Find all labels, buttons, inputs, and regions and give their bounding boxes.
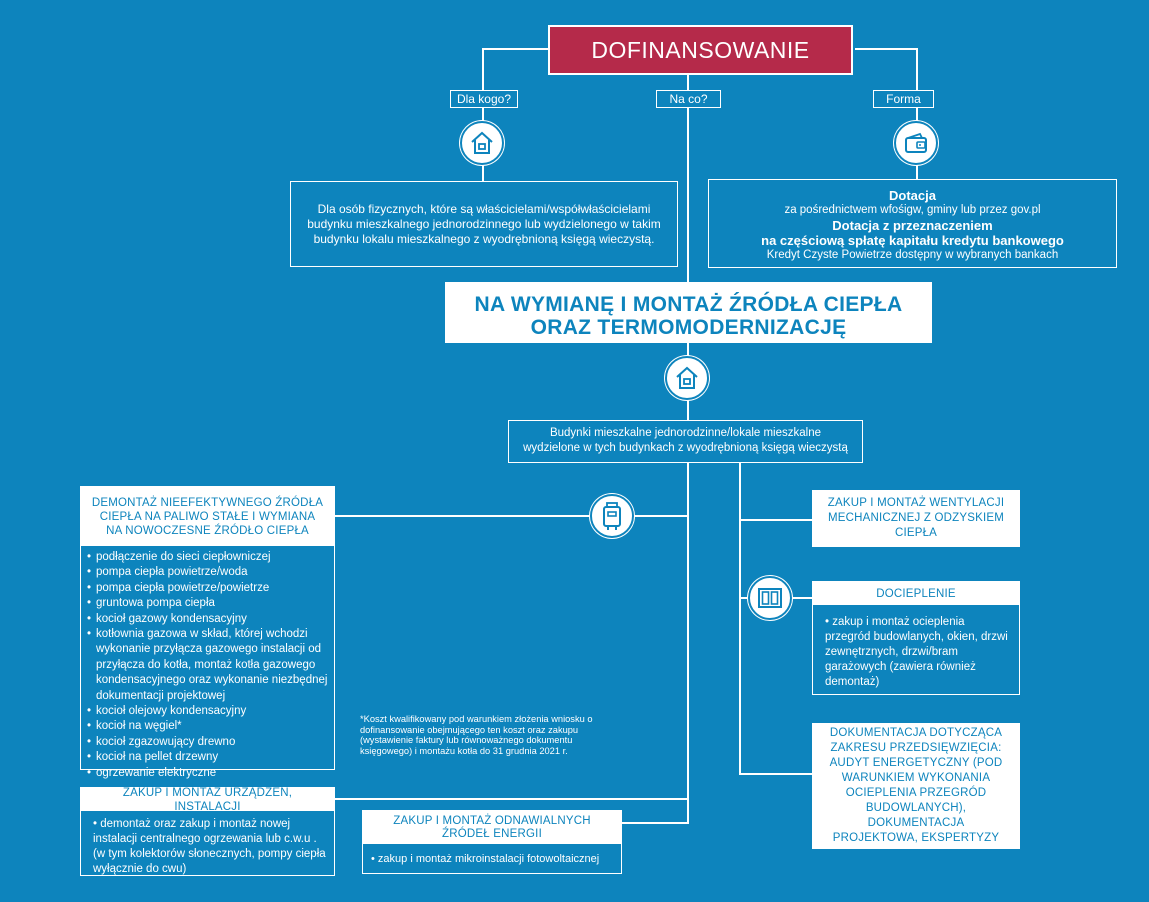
wentylacja-header-text: ZAKUP I MONTAŻ WENTYLACJI MECHANICZNEJ Z… xyxy=(827,497,1005,539)
urzadzenia-header: ZAKUP I MONTAŻ URZĄDZEŃ, INSTALACJI xyxy=(81,786,334,813)
house-icon xyxy=(665,356,709,400)
boiler-icon xyxy=(590,494,634,538)
form-line-kredyt: Kredyt Czyste Powietrze dostępny w wybra… xyxy=(766,249,1059,261)
docieplenie-box: DOCIEPLENIE • zakup i montaż ocieplenia … xyxy=(812,581,1020,695)
oze-text: • zakup i montaż mikroinstalacji fotowol… xyxy=(371,853,600,865)
form-line-dotacja-przeznaczenie: Dotacja z przeznaczeniem xyxy=(832,218,993,233)
demontaz-header-text: DEMONTAŻ NIEEFEKTYWNEGO ŹRÓDŁA CIEPŁA NA… xyxy=(91,496,324,537)
oze-header-text: ZAKUP I MONTAŻ ODNAWIALNYCH ŹRÓDEŁ ENERG… xyxy=(393,814,591,840)
buildings-line2: wydzielone w tych budynkach z wyodrębnio… xyxy=(523,442,848,454)
form-line-splata: na częściową spłatę kapitału kredytu ban… xyxy=(761,233,1064,248)
window-icon xyxy=(748,576,792,620)
demontaz-header: DEMONTAŻ NIEEFEKTYWNEGO ŹRÓDŁA CIEPŁA NA… xyxy=(81,487,334,546)
list-item: kocioł olejowy kondensacyjny xyxy=(87,704,328,720)
form-description-box: Dotacja za pośrednictwem wfośigw, gminy … xyxy=(708,179,1117,268)
docieplenie-header: DOCIEPLENIE xyxy=(813,582,1019,605)
page-title-text: DOFINANSOWANIE xyxy=(591,36,810,63)
tag-dla-kogo-label: Dla kogo? xyxy=(456,92,512,106)
buildings-box: Budynki mieszkalne jednorodzinne/lokale … xyxy=(508,420,863,463)
tag-dla-kogo: Dla kogo? xyxy=(450,90,518,108)
dokumentacja-header-text: DOKUMENTACJA DOTYCZĄCA ZAKRESU PRZEDSIĘW… xyxy=(829,727,1003,844)
list-item: kocioł gazowy kondensacyjny xyxy=(87,612,328,628)
list-item: pompa ciepła powietrze/powietrze xyxy=(87,581,328,597)
tag-forma-label: Forma xyxy=(886,92,921,106)
urzadzenia-box: ZAKUP I MONTAŻ URZĄDZEŃ, INSTALACJI • de… xyxy=(80,787,335,876)
oze-header: ZAKUP I MONTAŻ ODNAWIALNYCH ŹRÓDEŁ ENERG… xyxy=(363,811,621,844)
tag-forma: Forma xyxy=(873,90,934,108)
urzadzenia-text: • demontaż oraz zakup i montaż nowej ins… xyxy=(93,818,326,875)
main-heading: NA WYMIANĘ I MONTAŻ ŹRÓDŁA CIEPŁA ORAZ T… xyxy=(445,282,932,343)
house-icon xyxy=(460,121,504,165)
who-description-text: Dla osób fizycznych, które są właściciel… xyxy=(307,201,661,246)
wentylacja-box: ZAKUP I MONTAŻ WENTYLACJI MECHANICZNEJ Z… xyxy=(812,490,1020,547)
list-item: kotłownia gazowa w skład, której wchodzi… xyxy=(87,627,328,704)
dokumentacja-box: DOKUMENTACJA DOTYCZĄCA ZAKRESU PRZEDSIĘW… xyxy=(812,723,1020,849)
demontaz-box: DEMONTAŻ NIEEFEKTYWNEGO ŹRÓDŁA CIEPŁA NA… xyxy=(80,486,335,782)
list-item: ogrzewanie elektryczne xyxy=(87,766,328,782)
page-title: DOFINANSOWANIE xyxy=(548,25,853,75)
list-item: gruntowa pompa ciepła xyxy=(87,596,328,612)
list-item: pompa ciepła powietrze/woda xyxy=(87,565,328,581)
demontaz-list: podłączenie do sieci ciepłowniczej pompa… xyxy=(81,546,334,782)
list-item: kocioł na węgiel* xyxy=(87,719,328,735)
main-heading-line1: NA WYMIANĘ I MONTAŻ ŹRÓDŁA CIEPŁA xyxy=(474,293,903,316)
main-heading-line2: ORAZ TERMOMODERNIZACJĘ xyxy=(530,316,847,339)
form-line-posrednictwo: za pośrednictwem wfośigw, gminy lub prze… xyxy=(784,204,1041,216)
wallet-icon xyxy=(894,121,938,165)
form-line-dotacja: Dotacja xyxy=(889,188,936,203)
docieplenie-header-text: DOCIEPLENIE xyxy=(876,587,956,600)
oze-box: ZAKUP I MONTAŻ ODNAWIALNYCH ŹRÓDEŁ ENERG… xyxy=(362,810,622,874)
tag-na-co: Na co? xyxy=(656,90,721,108)
urzadzenia-header-text: ZAKUP I MONTAŻ URZĄDZEŃ, INSTALACJI xyxy=(122,786,293,813)
footnote: *Koszt kwalifikowany pod warunkiem złoże… xyxy=(360,714,600,756)
tag-na-co-label: Na co? xyxy=(669,92,708,106)
buildings-line1: Budynki mieszkalne jednorodzinne/lokale … xyxy=(549,427,822,439)
list-item: kocioł zgazowujący drewno xyxy=(87,735,328,751)
footnote-text: *Koszt kwalifikowany pod warunkiem złoże… xyxy=(360,714,593,756)
list-item: podłączenie do sieci ciepłowniczej xyxy=(87,550,328,566)
who-description-box: Dla osób fizycznych, które są właściciel… xyxy=(290,181,678,267)
list-item: kocioł na pellet drzewny xyxy=(87,750,328,766)
docieplenie-text: • zakup i montaż ocieplenia przegród bud… xyxy=(825,616,1008,688)
